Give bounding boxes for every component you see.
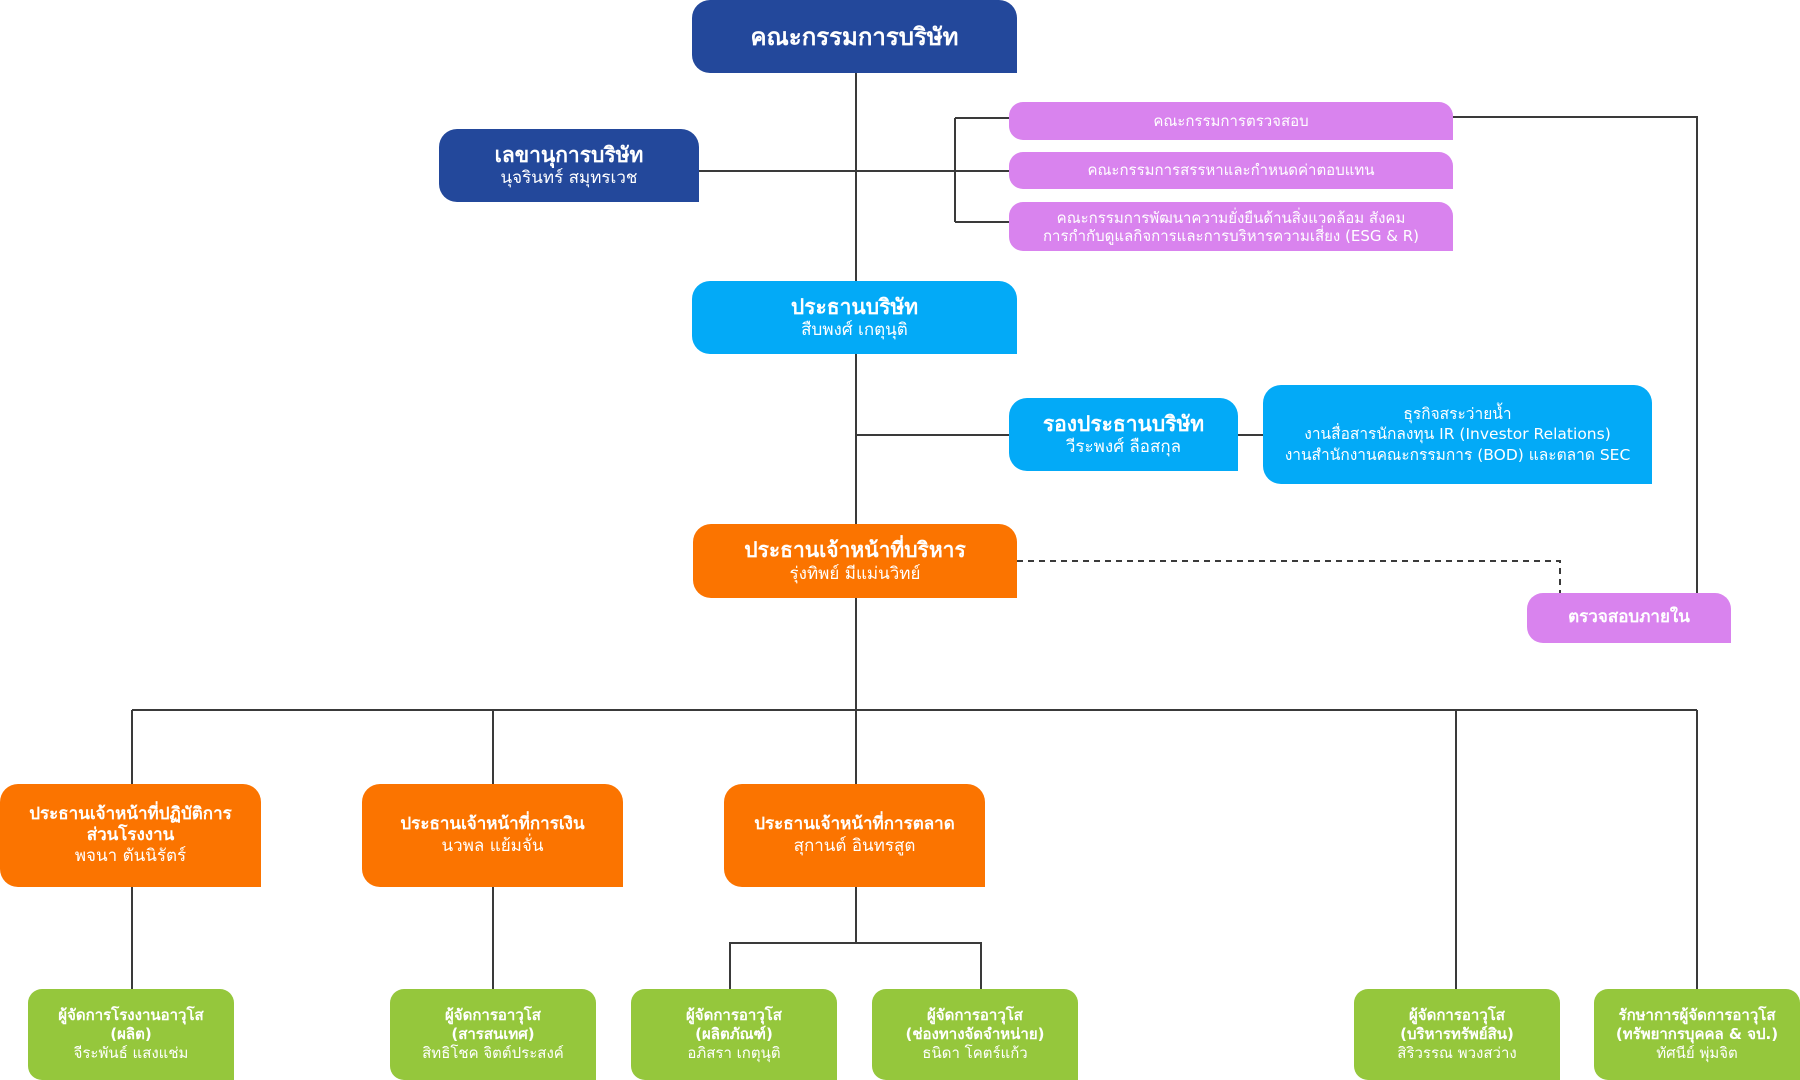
- cmo-box: ประธานเจ้าหน้าที่การตลาด สุกานต์ อินทรสู…: [724, 784, 985, 887]
- board-of-directors-box: คณะกรรมการบริษัท: [692, 0, 1017, 73]
- ceo-box: ประธานเจ้าหน้าที่บริหาร รุ่งทิพย์ มีแม่น…: [693, 524, 1017, 598]
- duty-item: งานสื่อสารนักลงทุน IR (Investor Relation…: [1304, 425, 1611, 444]
- cmo-name: สุกานต์ อินทรสูต: [793, 835, 916, 856]
- manager-title-line1: ผู้จัดการอาวุโส: [927, 1006, 1023, 1025]
- board-title: คณะกรรมการบริษัท: [750, 22, 959, 51]
- manager-title-line1: ผู้จัดการอาวุโส: [1409, 1006, 1505, 1025]
- manager-title-line2: (สารสนเทศ): [451, 1025, 535, 1044]
- manager-title-line1: ผู้จัดการโรงงานอาวุโส: [58, 1006, 204, 1025]
- manager-name: ทัศนีย์ พุ่มจิต: [1656, 1043, 1738, 1062]
- manager-title-line2: (ผลิตภัณฑ์): [695, 1025, 773, 1044]
- coo-factory-box: ประธานเจ้าหน้าที่ปฏิบัติการ ส่วนโรงงาน พ…: [0, 784, 261, 887]
- coo-title-line2: ส่วนโรงงาน: [86, 824, 175, 845]
- manager-factory-box: ผู้จัดการโรงงานอาวุโส (ผลิต) จีระพันธ์ แ…: [28, 989, 234, 1080]
- manager-name: สิริวรรณ พวงสว่าง: [1397, 1043, 1517, 1062]
- cfo-title: ประธานเจ้าหน้าที่การเงิน: [400, 814, 585, 835]
- secretary-name: นุจรินทร์ สมุทรเวช: [500, 168, 638, 188]
- cfo-box: ประธานเจ้าหน้าที่การเงิน นวพล แย้มจั่น: [362, 784, 623, 887]
- manager-hr-box: รักษาการผู้จัดการอาวุโส (ทรัพยากรบุคคล &…: [1594, 989, 1800, 1080]
- audit-committee-label: คณะกรรมการตรวจสอบ: [1153, 111, 1309, 130]
- ceo-title: ประธานเจ้าหน้าที่บริหาร: [744, 538, 966, 563]
- president-name: สืบพงศ์ เกตุนุติ: [801, 320, 908, 340]
- internal-audit-label: ตรวจสอบภายใน: [1568, 607, 1690, 628]
- vice-president-box: รองประธานบริษัท วีระพงศ์ ลือสกุล: [1009, 398, 1238, 471]
- esg-committee-line2: การกำกับดูแลกิจการและการบริหารความเสี่ยง…: [1042, 226, 1420, 245]
- esg-committee-line1: คณะกรรมการพัฒนาความยั่งยืนด้านสิ่งแวดล้อ…: [1056, 208, 1406, 227]
- manager-title-line2: (บริหารทรัพย์สิน): [1400, 1025, 1514, 1044]
- vice-president-duties-box: ธุรกิจสระว่ายน้ำ งานสื่อสารนักลงทุน IR (…: [1263, 385, 1652, 484]
- coo-name: พจนา ตันนิรัตร์: [74, 846, 187, 867]
- manager-it-box: ผู้จัดการอาวุโส (สารสนเทศ) สิทธิโชค จิตต…: [390, 989, 596, 1080]
- vice-president-name: วีระพงศ์ ลือสกุล: [1065, 437, 1182, 457]
- ceo-name: รุ่งทิพย์ มีแม่นวิทย์: [789, 563, 921, 584]
- manager-title-line2: (ทรัพยากรบุคคล & จป.): [1615, 1025, 1779, 1044]
- dashed-ceo-to-internal-audit: [1017, 560, 1561, 593]
- company-secretary-box: เลขานุการบริษัท นุจรินทร์ สมุทรเวช: [439, 129, 699, 202]
- cmo-title: ประธานเจ้าหน้าที่การตลาด: [754, 814, 955, 835]
- manager-name: จีระพันธ์ แสงแช่ม: [73, 1043, 189, 1062]
- internal-audit-box: ตรวจสอบภายใน: [1527, 593, 1731, 643]
- esg-risk-committee-box: คณะกรรมการพัฒนาความยั่งยืนด้านสิ่งแวดล้อ…: [1009, 202, 1453, 251]
- nomination-remuneration-committee-box: คณะกรรมการสรรหาและกำหนดค่าตอบแทน: [1009, 152, 1453, 189]
- manager-title-line2: (ผลิต): [110, 1025, 152, 1044]
- duty-item: ธุรกิจสระว่ายน้ำ: [1403, 405, 1512, 424]
- manager-product-box: ผู้จัดการอาวุโส (ผลิตภัณฑ์) อภิสรา เกตุน…: [631, 989, 837, 1080]
- line-audit-committee-to-internal-audit: [1453, 116, 1698, 593]
- cfo-name: นวพล แย้มจั่น: [441, 835, 544, 856]
- coo-title-line1: ประธานเจ้าหน้าที่ปฏิบัติการ: [29, 803, 232, 824]
- manager-title-line2: (ช่องทางจัดจำหน่าย): [905, 1025, 1045, 1044]
- president-title: ประธานบริษัท: [790, 294, 919, 319]
- vice-president-title: รองประธานบริษัท: [1042, 411, 1205, 436]
- manager-distribution-box: ผู้จัดการอาวุโส (ช่องทางจัดจำหน่าย) ธนิด…: [872, 989, 1078, 1080]
- manager-name: สิทธิโชค จิตต์ประสงค์: [422, 1043, 564, 1062]
- manager-name: อภิสรา เกตุนุติ: [687, 1043, 781, 1062]
- manager-title-line1: ผู้จัดการอาวุโส: [686, 1006, 782, 1025]
- duty-item: งานสำนักงานคณะกรรมการ (BOD) และตลาด SEC: [1284, 445, 1631, 464]
- secretary-title: เลขานุการบริษัท: [494, 142, 644, 167]
- line-mkt-split: [729, 942, 982, 989]
- audit-committee-box: คณะกรรมการตรวจสอบ: [1009, 102, 1453, 140]
- manager-title-line1: รักษาการผู้จัดการอาวุโส: [1618, 1006, 1776, 1025]
- manager-title-line1: ผู้จัดการอาวุโส: [445, 1006, 541, 1025]
- nomination-committee-label: คณะกรรมการสรรหาและกำหนดค่าตอบแทน: [1087, 161, 1375, 180]
- manager-asset-box: ผู้จัดการอาวุโส (บริหารทรัพย์สิน) สิริวร…: [1354, 989, 1560, 1080]
- president-box: ประธานบริษัท สืบพงศ์ เกตุนุติ: [692, 281, 1017, 354]
- manager-name: ธนิดา โคตร์แก้ว: [922, 1043, 1028, 1062]
